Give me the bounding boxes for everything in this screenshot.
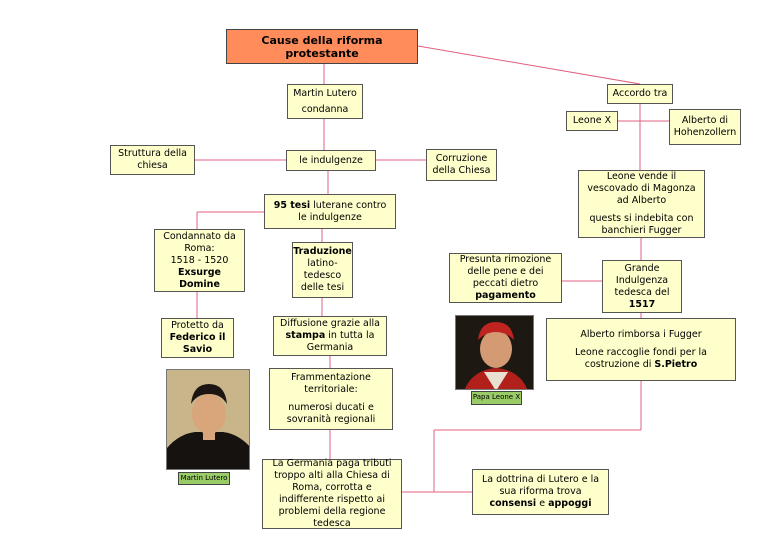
- node-struttura: Struttura della chiesa: [110, 145, 195, 175]
- papa-leone-x-portrait: [455, 315, 534, 390]
- node-alberto: Alberto di Hohenzollern: [669, 109, 741, 145]
- node-diffusione: Diffusione grazie alla stampa in tutta l…: [273, 316, 387, 356]
- node-indulgenze: le indulgenze: [286, 150, 376, 171]
- node-leone-vende: Leone vende il vescovado di Magonza ad A…: [578, 170, 705, 238]
- node-dottrina: La dottrina di Lutero e la sua riforma t…: [472, 469, 609, 515]
- caption-martin-lutero: Martin Lutero: [178, 472, 230, 485]
- node-presunta: Presunta rimozione delle pene e dei pecc…: [449, 253, 562, 303]
- node-frammentazione: Frammentazione territoriale: numerosi du…: [269, 368, 393, 430]
- node-germania: La Germania paga tributi troppo alti all…: [262, 458, 402, 529]
- node-martin-lutero: Martin Lutero condanna: [287, 84, 363, 119]
- diagram-title: Cause della riforma protestante: [226, 29, 418, 64]
- caption-papa-leone-x: Papa Leone X: [471, 391, 522, 405]
- node-grande-indulgenza: Grande Indulgenza tedesca del 1517: [602, 260, 682, 313]
- node-corruzione: Corruzione della Chiesa: [426, 149, 497, 181]
- node-leone-x: Leone X: [566, 111, 618, 131]
- node-condannato: Condannato da Roma: 1518 - 1520 Exsurge …: [154, 229, 245, 292]
- node-protetto: Protetto da Federico il Savio: [161, 318, 234, 358]
- martin-lutero-portrait-drawing: [167, 370, 249, 469]
- node-rimborsa: Alberto rimborsa i Fugger Leone raccogli…: [546, 318, 736, 381]
- papa-leone-x-portrait-drawing: [456, 316, 533, 389]
- node-accordo: Accordo tra: [607, 84, 673, 104]
- martin-lutero-portrait: [166, 369, 250, 470]
- node-95-tesi: 95 tesi luterane contro le indulgenze: [264, 194, 396, 229]
